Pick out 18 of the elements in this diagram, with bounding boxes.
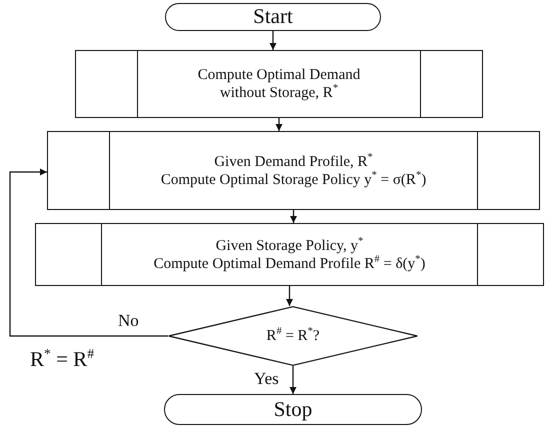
predefined-process-box <box>35 223 544 286</box>
arrow <box>9 168 168 337</box>
terminal-label: Start <box>253 4 293 30</box>
arrow <box>276 118 282 131</box>
arrow <box>270 31 276 50</box>
arrow <box>290 210 297 223</box>
node-text: Given Storage Policy, y$^{*}$ <box>216 236 364 254</box>
node-text: Compute Optimal Demand without Storage, R$^{*}$ <box>196 66 362 102</box>
predefined-process-box <box>47 131 540 210</box>
node-text: Compute Optimal Storage Policy y$^{*}$ = σ(R$^{*}$) <box>160 170 426 188</box>
node-text: R$^{#}$ = R$^{*}$? <box>266 327 320 345</box>
arrow <box>290 366 296 394</box>
terminal-label: Stop <box>274 396 312 422</box>
node-text: Compute Optimal Demand Profile R$^{#}$ = δ(y$^{*}$) <box>154 254 426 272</box>
arrow <box>286 286 293 306</box>
predefined-process-box <box>75 50 483 118</box>
update-formula: R$^{*}$ = R$^{#}$ <box>30 348 94 372</box>
node-text: Given Demand Profile, R$^{*}$ <box>214 152 373 170</box>
